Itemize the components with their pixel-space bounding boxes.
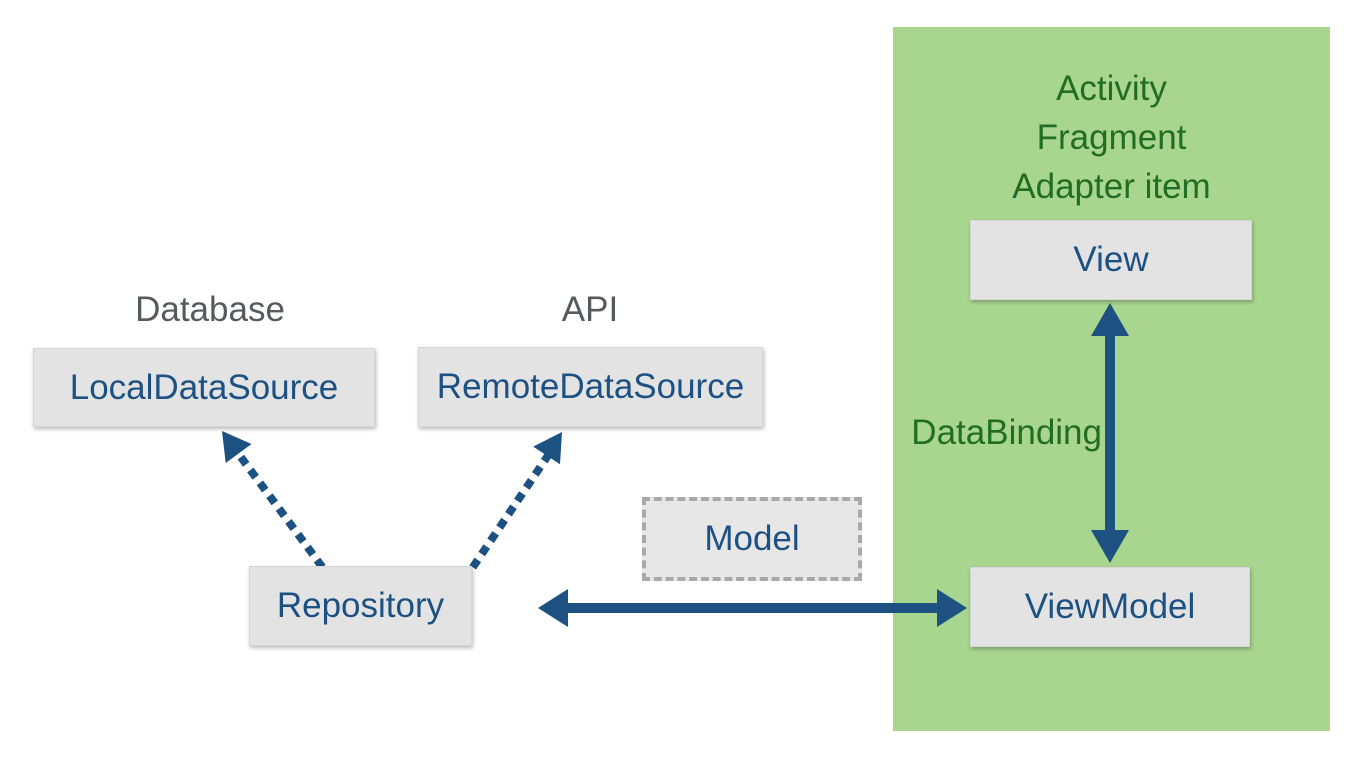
title-line-fragment: Fragment xyxy=(1036,118,1187,157)
local-data-source-label: LocalDataSource xyxy=(69,367,339,407)
node-remote-data-source: RemoteDataSource xyxy=(418,347,763,427)
databinding-label: DataBinding xyxy=(911,413,1102,452)
node-local-data-source: LocalDataSource xyxy=(33,348,375,427)
model-label: Model xyxy=(704,519,800,558)
title-line-activity: Activity xyxy=(1056,69,1167,108)
repository-localdatasource-arrow xyxy=(222,431,326,570)
node-repository: Repository xyxy=(249,566,472,646)
node-view: View xyxy=(970,220,1252,300)
remote-data-source-label: RemoteDataSource xyxy=(436,367,745,406)
node-model: Model xyxy=(642,497,862,581)
view-label: View xyxy=(1073,240,1149,279)
database-heading: Database xyxy=(135,290,285,329)
view-layer-title: Activity Fragment Adapter item xyxy=(893,64,1330,211)
title-line-adapter-item: Adapter item xyxy=(1012,167,1211,206)
repository-remotedatasource-arrow xyxy=(469,432,562,570)
repository-viewmodel-arrow xyxy=(538,589,967,627)
repository-label: Repository xyxy=(276,586,445,625)
node-view-model: ViewModel xyxy=(970,567,1250,647)
view-model-label: ViewModel xyxy=(1024,587,1196,626)
view-viewmodel-arrow xyxy=(1091,303,1129,563)
api-heading: API xyxy=(561,290,619,329)
